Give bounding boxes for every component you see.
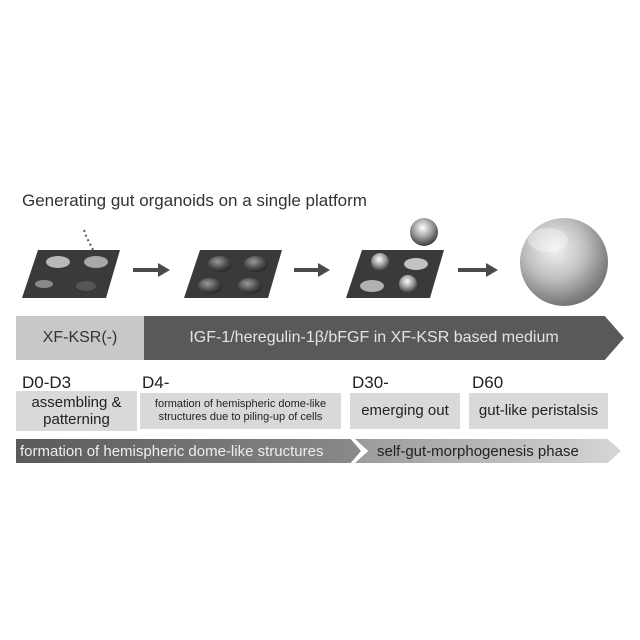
sphere-icon xyxy=(346,218,444,298)
main-medium-arrow: IGF-1/heregulin-1β/bFGF in XF-KSR based … xyxy=(144,316,624,360)
stage-description: emerging out xyxy=(350,393,460,429)
stage-day-label: D30- xyxy=(352,373,389,393)
initial-medium-bar: XF-KSR(-) xyxy=(16,316,144,360)
arrow-icon xyxy=(133,263,170,277)
stage-day-label: D4- xyxy=(142,373,169,393)
figure-title: Generating gut organoids on a single pla… xyxy=(22,191,367,211)
arrow-icon xyxy=(294,263,330,277)
stage-illustrations xyxy=(0,210,640,310)
main-medium-label: IGF-1/heregulin-1β/bFGF in XF-KSR based … xyxy=(189,329,558,347)
phase-label: formation of hemispheric dome-like struc… xyxy=(20,443,323,460)
stage-description: gut-like peristalsis xyxy=(469,393,608,429)
arrow-icon xyxy=(458,263,498,277)
platform-icon xyxy=(22,230,120,298)
phase-arrow-self-morphogenesis: self-gut-morphogenesis phase xyxy=(355,439,621,463)
stage-description: assembling & patterning xyxy=(16,391,137,431)
initial-medium-label: XF-KSR(-) xyxy=(43,329,118,347)
dome-icon xyxy=(184,250,282,298)
stage-description: formation of hemispheric dome-like struc… xyxy=(140,393,341,429)
stage-day-label: D60 xyxy=(472,373,503,393)
phase-arrow-dome-formation: formation of hemispheric dome-like struc… xyxy=(16,439,361,463)
stage-day-label: D0-D3 xyxy=(22,373,71,393)
organoid-icon xyxy=(520,218,608,306)
phase-label: self-gut-morphogenesis phase xyxy=(377,443,579,460)
